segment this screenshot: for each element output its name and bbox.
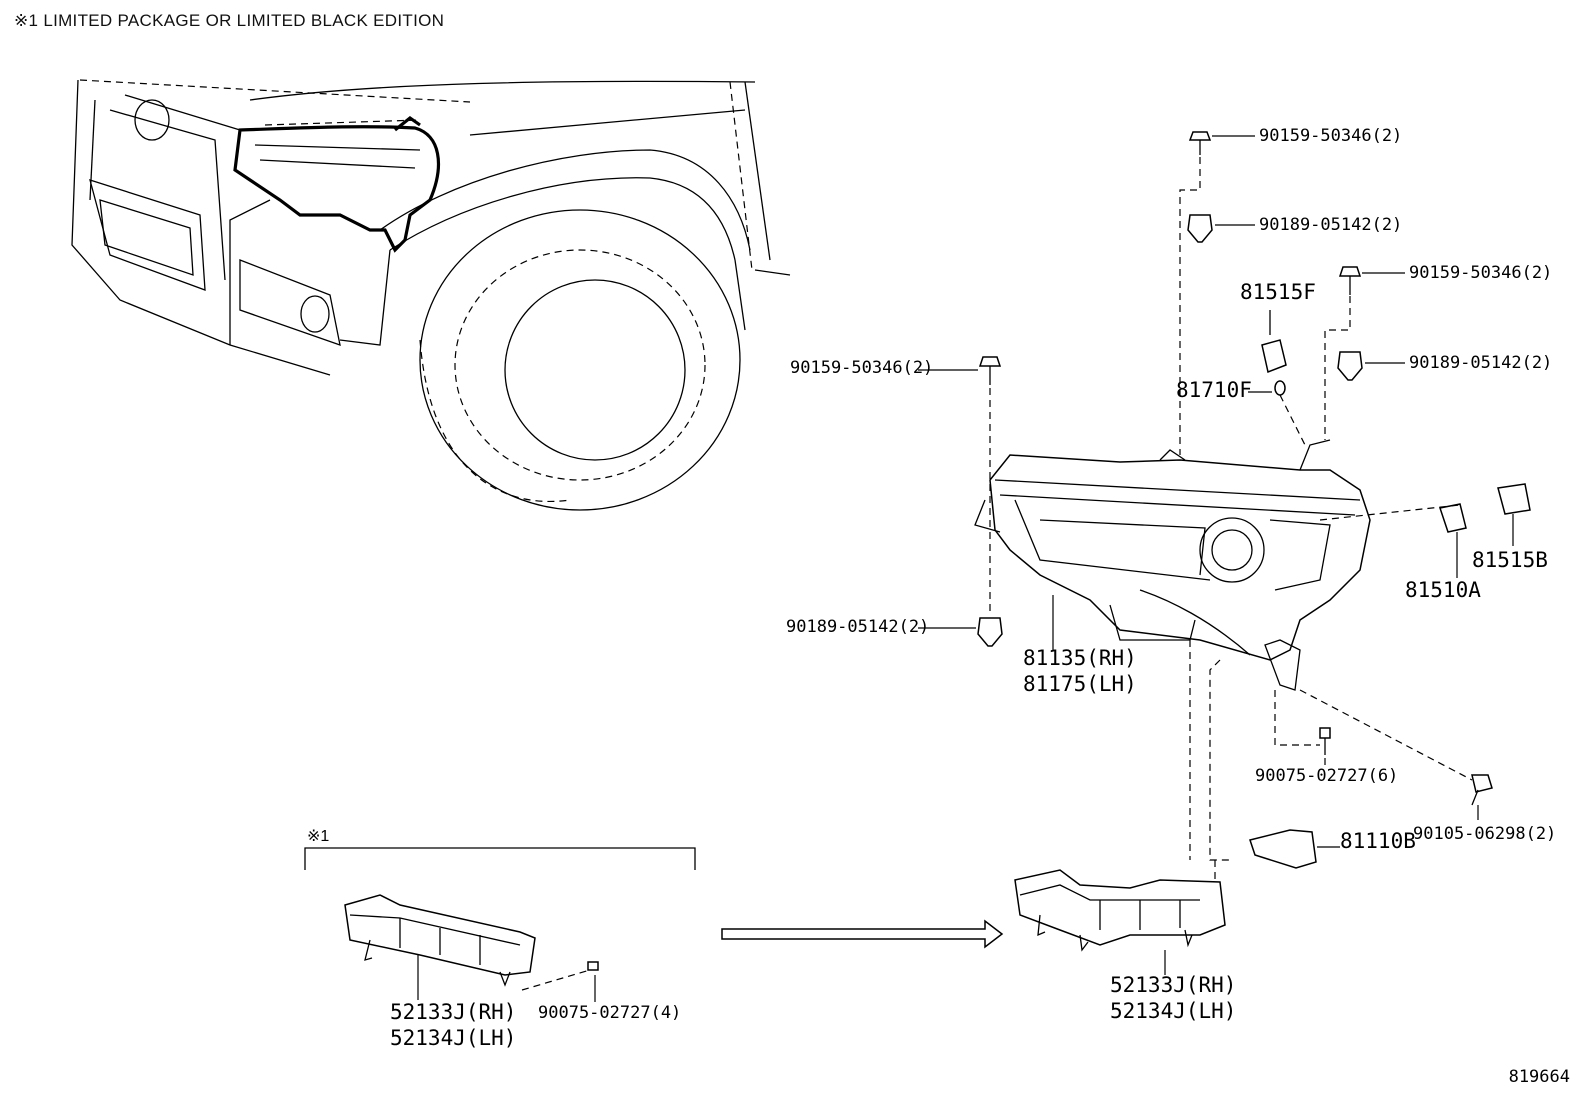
limited-bracket-brace	[304, 847, 696, 870]
part-label-52134J-lh: 52134J(LH)	[1110, 999, 1237, 1023]
part-label-90159-50346-top: 90159-50346(2)	[1259, 126, 1403, 146]
part-label-81135-rh: 81135(RH)	[1023, 646, 1137, 670]
figure-number: 819664	[1508, 1067, 1570, 1087]
bracket-limited	[344, 894, 599, 987]
leader-lines	[417, 135, 1514, 1002]
part-label-81110B: 81110B	[1340, 829, 1416, 853]
part-label-90159-50346-left: 90159-50346(2)	[790, 358, 934, 378]
part-label-90159-50346-right: 90159-50346(2)	[1409, 263, 1553, 283]
part-label-81175-lh: 81175(LH)	[1023, 672, 1137, 696]
part-label-90189-05142-top: 90189-05142(2)	[1259, 215, 1403, 235]
part-label-81515B: 81515B	[1472, 548, 1548, 572]
part-label-90189-05142-right: 90189-05142(2)	[1409, 353, 1553, 373]
part-label-81515F: 81515F	[1240, 280, 1316, 304]
part-label-81710F: 81710F	[1176, 378, 1252, 402]
part-label-90189-05142-left: 90189-05142(2)	[786, 617, 930, 637]
part-label-90105-06298: 90105-06298(2)	[1413, 824, 1557, 844]
fastener-icons	[977, 131, 1531, 869]
bracket-standard	[1014, 869, 1226, 952]
part-label-52133J-rh-limited: 52133J(RH)	[390, 1000, 517, 1024]
direction-arrow	[721, 919, 1004, 949]
assembly-dashed-lines	[521, 157, 1473, 991]
headlamp-assembly	[974, 439, 1371, 691]
part-label-81510A: 81510A	[1405, 578, 1481, 602]
part-label-90075-02727-6: 90075-02727(6)	[1255, 766, 1399, 786]
limited-marker: ※1	[307, 828, 330, 845]
vehicle-front-illustration	[71, 79, 791, 511]
footnote-limited-package: ※1 LIMITED PACKAGE OR LIMITED BLACK EDIT…	[14, 11, 445, 30]
part-label-52133J-rh: 52133J(RH)	[1110, 973, 1237, 997]
part-label-90075-02727-4: 90075-02727(4)	[538, 1003, 682, 1023]
part-label-52134J-lh-limited: 52134J(LH)	[390, 1026, 517, 1050]
